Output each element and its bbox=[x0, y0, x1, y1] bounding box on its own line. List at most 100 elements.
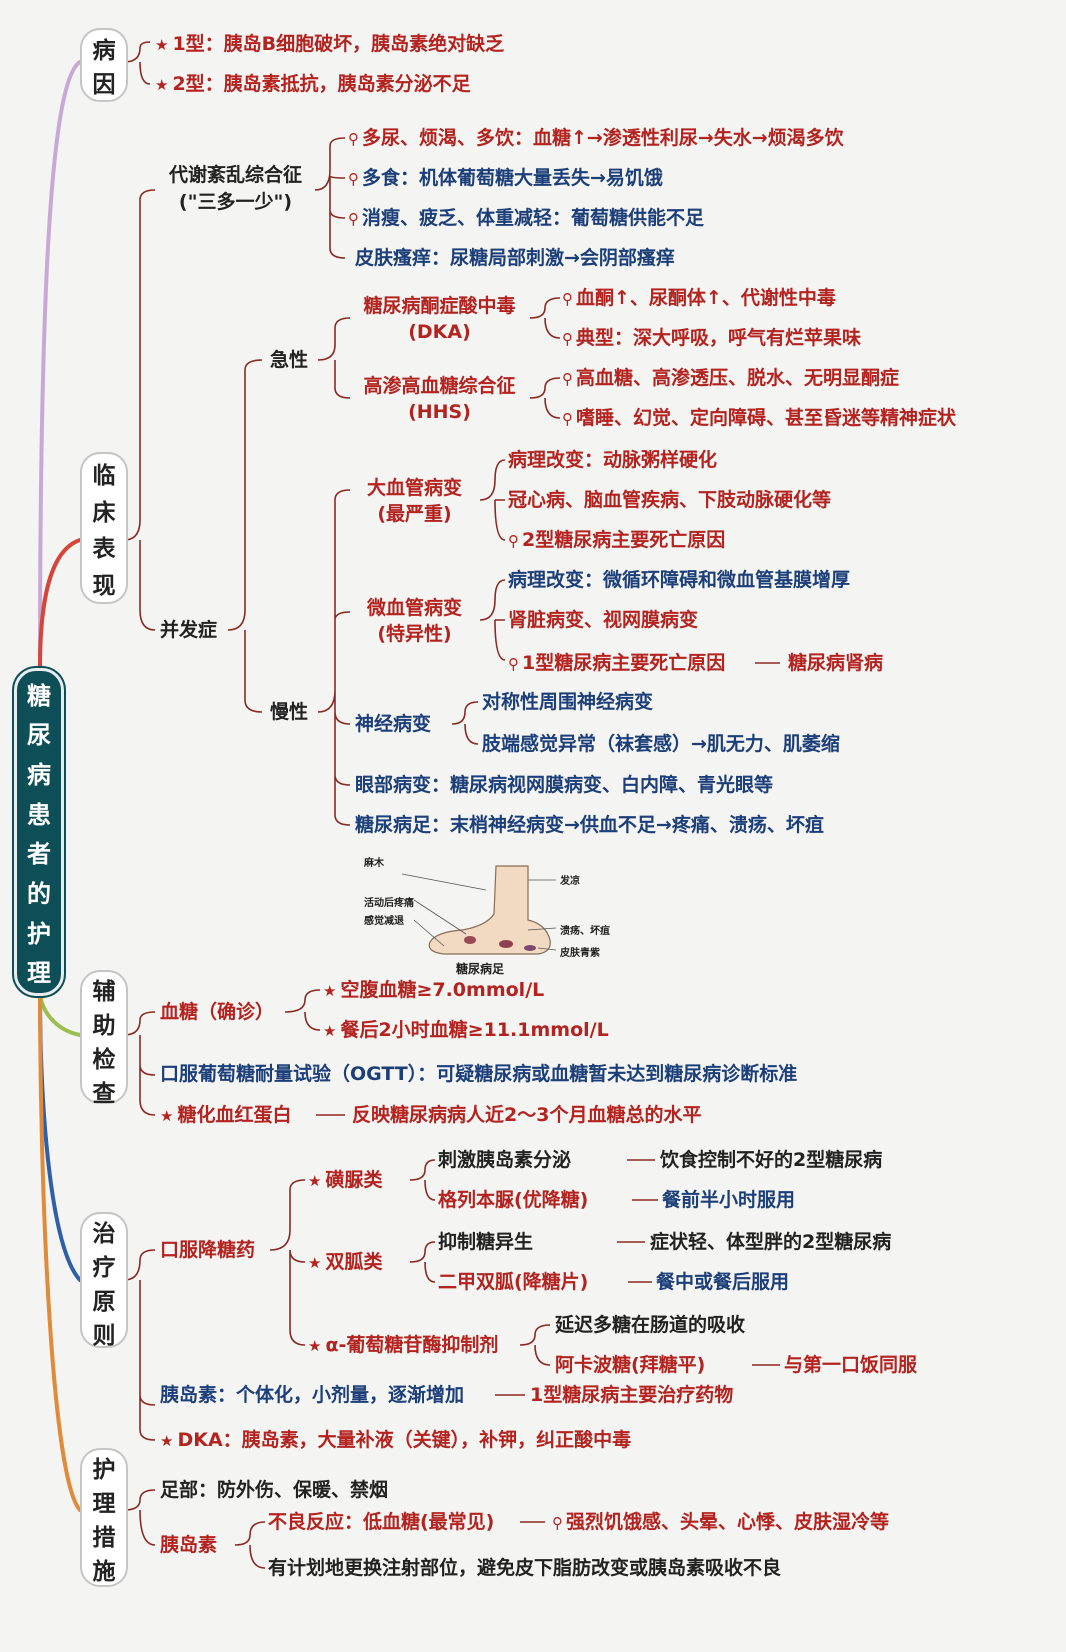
neuro-item: 对称性周围神经病变 bbox=[482, 691, 654, 713]
section-char: 病 bbox=[92, 37, 116, 64]
dka-item-text: 典型：深大呼吸，呼气有烂苹果味 bbox=[576, 327, 862, 349]
key-icon: ⚲ bbox=[562, 330, 573, 348]
key-icon: ⚲ bbox=[508, 532, 519, 550]
star-icon: ★ bbox=[308, 1254, 322, 1272]
section-char: 现 bbox=[92, 572, 116, 599]
micro-item-text: 1型糖尿病主要死亡原因 bbox=[522, 652, 726, 674]
treat-bg: ★双胍类 bbox=[308, 1250, 382, 1275]
treat-ag-b: 阿卡波糖(拜糖平) bbox=[555, 1354, 706, 1376]
section-char: 辅 bbox=[92, 979, 116, 1005]
section-cause: 病 因 bbox=[80, 28, 128, 102]
exam-ogtt: 口服葡萄糖耐量试验（OGTT）：可疑糖尿病或血糖暂未达到糖尿病诊断标准 bbox=[160, 1063, 798, 1085]
treat-bg-text: 双胍类 bbox=[325, 1251, 383, 1273]
hhs-abbr: (HHS) bbox=[408, 401, 471, 423]
macro-item: 冠心病、脑血管疾病、下肢动脉硬化等 bbox=[508, 489, 832, 511]
care-insulin: 胰岛素 bbox=[160, 1534, 218, 1556]
foot-label-purple: 皮肤青紫 bbox=[560, 948, 600, 959]
treat-bg-a: 抑制糖异生 bbox=[438, 1231, 534, 1253]
macro-item: ⚲2型糖尿病主要死亡原因 bbox=[508, 528, 725, 553]
treat-bg-b2: 餐中或餐后服用 bbox=[656, 1271, 790, 1293]
star-icon: ★ bbox=[160, 1107, 174, 1125]
exam-glucose: 血糖（确诊） bbox=[160, 1001, 275, 1023]
section-char: 护 bbox=[92, 1457, 116, 1483]
star-icon: ★ bbox=[155, 76, 169, 94]
root-char: 理 bbox=[27, 959, 51, 988]
section-char: 疗 bbox=[92, 1255, 116, 1281]
treat-ag-b2: 与第一口饭同服 bbox=[784, 1354, 918, 1376]
section-char: 原 bbox=[92, 1289, 116, 1315]
section-char: 检 bbox=[92, 1047, 116, 1073]
foot-drawing bbox=[401, 865, 557, 955]
hhs-item: ⚲嗜睡、幻觉、定向障碍、甚至昏迷等精神症状 bbox=[562, 406, 956, 431]
key-icon: ⚲ bbox=[562, 290, 573, 308]
star-icon: ★ bbox=[323, 982, 337, 1000]
cause-type1: ★1型：胰岛B细胞破坏，胰岛素绝对缺乏 bbox=[155, 32, 504, 57]
exam-hba1c-desc: 反映糖尿病病人近2～3个月血糖总的水平 bbox=[352, 1104, 702, 1126]
treat-ag-text: α-葡萄糖苷酶抑制剂 bbox=[325, 1334, 499, 1356]
key-icon: ⚲ bbox=[562, 370, 573, 388]
exam-hba1c: ★糖化血红蛋白 bbox=[160, 1103, 291, 1128]
micro-nephropathy: 糖尿病肾病 bbox=[788, 652, 884, 674]
micro-item: ⚲1型糖尿病主要死亡原因 bbox=[508, 651, 725, 676]
treat-su: ★磺脲类 bbox=[308, 1168, 382, 1193]
metabolic-item: ⚲多食：机体葡萄糖大量丢失→易饥饿 bbox=[348, 166, 663, 191]
treat-su-b2: 餐前半小时服用 bbox=[662, 1189, 796, 1211]
micro-sub: (特异性) bbox=[377, 623, 452, 645]
treat-dka: ★DKA：胰岛素，大量补液（关键），补钾，纠正酸中毒 bbox=[160, 1428, 631, 1453]
metabolic-item: ⚲消瘦、疲乏、体重减轻：葡萄糖供能不足 bbox=[348, 206, 704, 231]
star-icon: ★ bbox=[308, 1337, 322, 1355]
diabetic-foot: 糖尿病足：末梢神经病变→供血不足→疼痛、溃疡、坏疽 bbox=[355, 814, 824, 836]
key-icon: ⚲ bbox=[348, 210, 359, 228]
cause-type2: ★2型：胰岛素抵抗，胰岛素分泌不足 bbox=[155, 72, 471, 97]
root-node: 糖 尿 病 患 者 的 护 理 bbox=[14, 668, 64, 996]
micro-item: 肾脏病变、视网膜病变 bbox=[508, 609, 699, 631]
root-char: 者 bbox=[27, 840, 51, 869]
section-char: 因 bbox=[92, 72, 116, 99]
metabolic-title: 代谢紊乱综合征 bbox=[168, 164, 302, 186]
root-char: 的 bbox=[27, 879, 51, 908]
care-foot: 足部：防外伤、保暖、禁烟 bbox=[160, 1479, 389, 1501]
dka-item-text: 血酮↑、尿酮体↑、代谢性中毒 bbox=[576, 287, 836, 309]
exam-post-text: 餐后2小时血糖≥11.1mmol/L bbox=[340, 1019, 609, 1041]
metabolic-subtitle: ("三多一少") bbox=[178, 191, 293, 213]
star-icon: ★ bbox=[160, 1432, 174, 1450]
foot-caption: 糖尿病足 bbox=[456, 962, 505, 976]
key-icon: ⚲ bbox=[552, 1514, 563, 1532]
key-icon: ⚲ bbox=[562, 410, 573, 428]
foot-label-ulcer: 溃疡、坏疽 bbox=[560, 926, 610, 937]
foot-illustration: 麻木 活动后疼痛 感觉减退 发凉 溃疡、坏疽 皮肤青紫 糖尿病足 bbox=[364, 858, 664, 976]
treat-su-b: 格列本脲(优降糖) bbox=[438, 1189, 589, 1211]
cause-type1-text: 1型：胰岛B细胞破坏，胰岛素绝对缺乏 bbox=[172, 33, 505, 55]
dka-item: ⚲血酮↑、尿酮体↑、代谢性中毒 bbox=[562, 286, 836, 311]
section-exam: 辅 助 检 查 bbox=[80, 970, 128, 1107]
section-char: 施 bbox=[92, 1559, 116, 1585]
foot-label-sense: 感觉减退 bbox=[364, 916, 404, 927]
section-char: 临 bbox=[92, 463, 116, 490]
dka-abbr: (DKA) bbox=[408, 321, 471, 343]
macro-item-text: 2型糖尿病主要死亡原因 bbox=[522, 529, 726, 551]
section-clinical: 临 床 表 现 bbox=[80, 452, 128, 604]
macro-item: 病理改变：动脉粥样硬化 bbox=[508, 449, 718, 471]
complication-label: 并发症 bbox=[160, 619, 218, 641]
key-icon: ⚲ bbox=[348, 130, 359, 148]
treat-insulin2: 1型糖尿病主要治疗药物 bbox=[530, 1384, 734, 1406]
star-icon: ★ bbox=[308, 1172, 322, 1190]
treat-ag-a: 延迟多糖在肠道的吸收 bbox=[555, 1314, 746, 1336]
hhs-item-text: 高血糖、高渗透压、脱水、无明显酮症 bbox=[576, 367, 900, 389]
hhs-name: 高渗高血糖综合征 bbox=[363, 375, 516, 397]
section-treat: 治 疗 原 则 bbox=[80, 1212, 128, 1349]
eye-lesion: 眼部病变：糖尿病视网膜病变、白内障、青光眼等 bbox=[355, 774, 774, 796]
root-char: 糖 bbox=[27, 681, 51, 710]
care-adverse: 不良反应：低血糖(最常见) bbox=[268, 1511, 495, 1533]
foot-label-pain: 活动后疼痛 bbox=[364, 898, 414, 909]
treat-su-a2: 饮食控制不好的2型糖尿病 bbox=[660, 1149, 883, 1171]
section-char: 助 bbox=[92, 1013, 116, 1039]
key-icon: ⚲ bbox=[348, 170, 359, 188]
root-char: 病 bbox=[27, 760, 51, 789]
hhs-item: ⚲高血糖、高渗透压、脱水、无明显酮症 bbox=[562, 366, 899, 391]
dka-name: 糖尿病酮症酸中毒 bbox=[363, 295, 516, 317]
section-char: 查 bbox=[92, 1081, 116, 1107]
section-char: 则 bbox=[92, 1323, 116, 1349]
metabolic-item-text: 多尿、烦渴、多饮：血糖↑→渗透性利尿→失水→烦渴多饮 bbox=[362, 127, 844, 149]
treat-su-a: 刺激胰岛素分泌 bbox=[438, 1149, 572, 1171]
